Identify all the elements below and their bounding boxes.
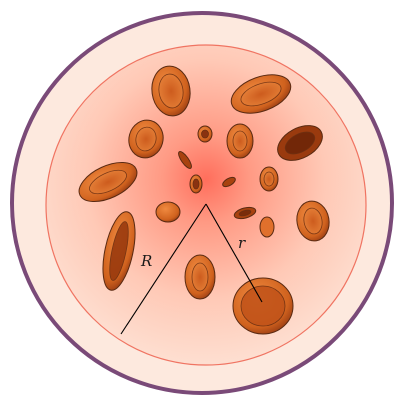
blood-cell	[233, 278, 293, 334]
inner-radius-label: r	[238, 234, 246, 252]
blood-cell	[227, 124, 253, 158]
blood-cell	[260, 217, 274, 237]
blood-cell	[260, 167, 278, 191]
blood-cell	[190, 175, 202, 193]
blood-cell	[156, 202, 180, 222]
blood-cell	[198, 126, 212, 142]
blood-cell	[185, 255, 215, 299]
outer-radius-label: R	[140, 252, 152, 270]
